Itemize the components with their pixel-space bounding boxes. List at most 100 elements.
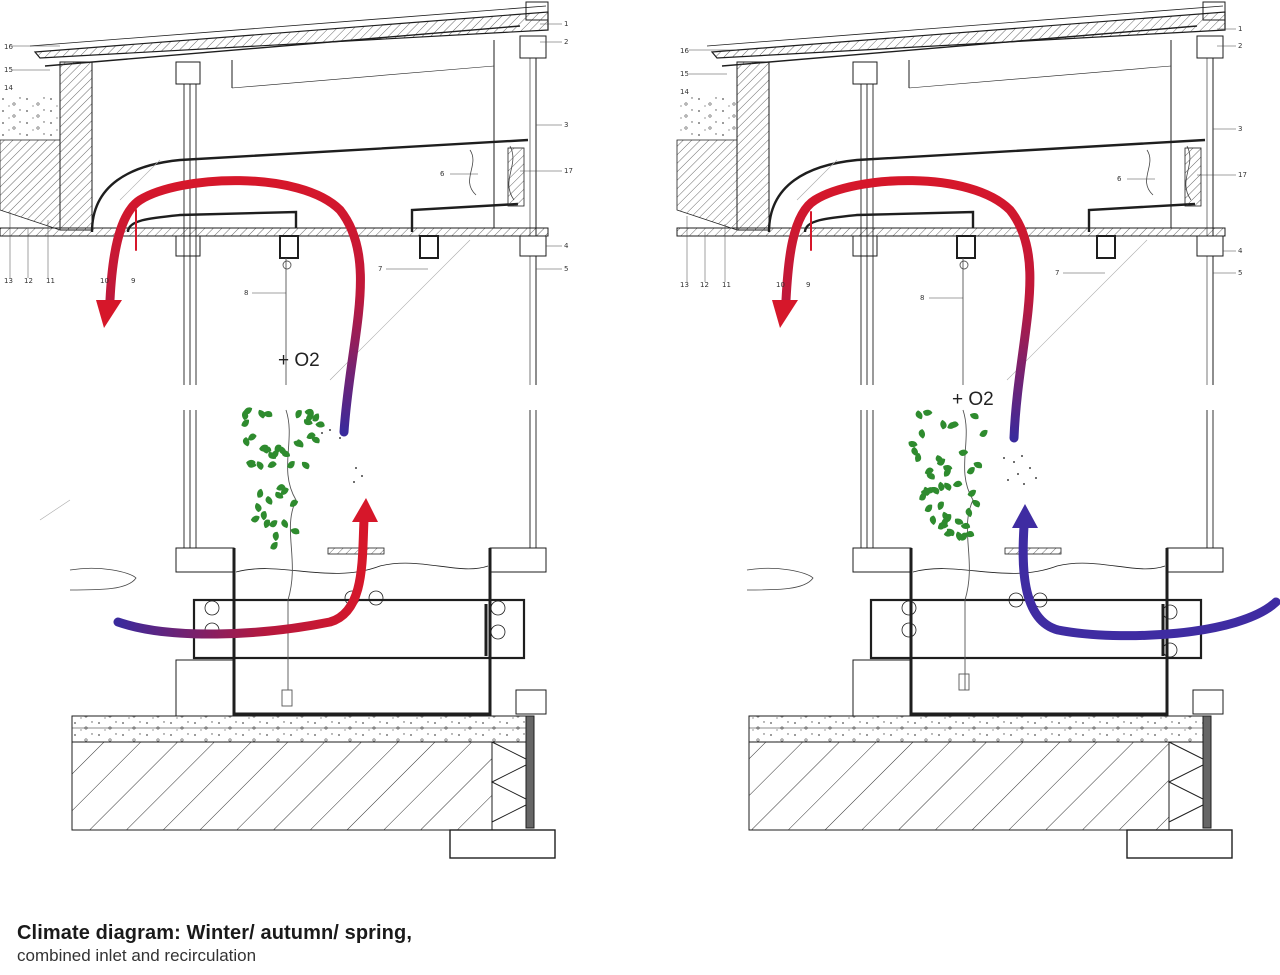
plant-leaf [915, 452, 922, 462]
air-particles [321, 429, 1037, 485]
plant-leaf [255, 502, 262, 513]
plant-leaf [940, 419, 947, 430]
climbing-plant-right [908, 409, 988, 541]
plant-leaf [289, 499, 299, 507]
plant-leaf [304, 408, 314, 416]
plant-leaf [274, 444, 282, 453]
plant-leaf [919, 492, 927, 501]
plant-leaf [960, 522, 971, 529]
oxygen-label-right: + O2 [952, 389, 994, 410]
recirculation-arrow-left [105, 176, 365, 437]
callout-7-r: 7 [1055, 269, 1059, 277]
plant-leaf [242, 437, 250, 447]
plant-leaf [261, 445, 269, 454]
wall-insulation [59, 61, 93, 231]
oxygen-label-left: + O2 [278, 350, 320, 371]
plant-leaf [241, 410, 249, 420]
plant-leaf [946, 528, 955, 537]
climbing-plant-left [241, 407, 325, 550]
ceiling-panel [0, 227, 549, 237]
callout-4-r: 4 [1238, 247, 1243, 255]
climate-diagram: + O2 + O2 1 2 3 4 5 6 7 8 9 10 11 12 13 … [0, 1, 1280, 859]
plant-leaf [926, 473, 935, 480]
plant-leaf [915, 410, 923, 420]
plant-leaf [947, 422, 957, 429]
inlet-arrow-left [113, 515, 369, 639]
plant-leaf [315, 421, 325, 428]
callout-16: 16 [4, 43, 13, 51]
plant-leaf [973, 461, 983, 469]
callout-2: 2 [564, 38, 568, 46]
plant-leaf [296, 439, 304, 448]
plant-leaf [276, 484, 286, 491]
plant-leaf [311, 436, 320, 444]
plant-leaf [931, 487, 940, 495]
plant-leaf [929, 515, 937, 525]
plant-leaf [943, 468, 951, 477]
callout-15-r: 15 [680, 70, 689, 78]
plant-leaf [272, 531, 279, 541]
air-duct [90, 138, 529, 233]
arrow-head-right-recirc [772, 300, 798, 328]
plant-leaf [287, 460, 295, 469]
plant-leaf [958, 449, 969, 456]
plant-leaf [944, 482, 952, 491]
airflow-arrows [96, 176, 1280, 641]
callout-9: 9 [131, 277, 135, 285]
caption-subtitle: combined inlet and recirculation [17, 946, 257, 965]
callout-15: 15 [4, 66, 13, 74]
plant-leaf [257, 488, 264, 498]
callout-16-r: 16 [680, 47, 689, 55]
plant-leaf [267, 461, 277, 468]
callout-12-r: 12 [700, 281, 709, 289]
caption-title: Climate diagram: Winter/ autumn/ spring, [17, 922, 412, 944]
plant-leaf [954, 518, 964, 525]
diagram-caption: Climate diagram: Winter/ autumn/ spring,… [17, 922, 412, 966]
window-frames [175, 35, 547, 717]
plant-leaf [941, 517, 948, 527]
callout-9-r: 9 [806, 281, 810, 289]
plant-leaf [303, 418, 313, 426]
callout-5: 5 [564, 265, 568, 273]
arrow-head-left-inlet [352, 498, 378, 522]
callout-10-r: 10 [776, 281, 785, 289]
callout-6-r: 6 [1117, 175, 1122, 183]
callout-11-r: 11 [722, 281, 731, 289]
plant-leaf [275, 491, 284, 499]
callout-3: 3 [564, 121, 568, 129]
plant-leaf [966, 467, 975, 475]
plant-leaf [247, 461, 257, 468]
plant-leaf [258, 409, 266, 419]
plant-leaf [256, 461, 264, 470]
callout-6: 6 [440, 170, 445, 178]
plant-leaf [908, 441, 918, 448]
callout-13: 13 [4, 277, 13, 285]
callout-8-r: 8 [920, 294, 924, 302]
inlet-arrow-right [1018, 521, 1280, 641]
callout-17-r: 17 [1238, 171, 1247, 179]
callout-17: 17 [564, 167, 573, 175]
plant-leaf [290, 528, 300, 535]
plant-leaf [265, 496, 273, 505]
callout-10: 10 [100, 277, 109, 285]
plant-leaf [938, 481, 945, 492]
plant-leaf [960, 532, 968, 541]
plant-leaf [979, 429, 988, 438]
plant-cable [281, 258, 297, 707]
callout-numbers-right: 1 2 3 4 5 6 7 8 9 10 11 12 13 14 15 16 1… [680, 25, 1247, 302]
floor-slab [71, 715, 556, 859]
plant-leaf [270, 541, 278, 550]
plant-leaf [241, 419, 250, 427]
roof-construction [29, 1, 549, 385]
plant-leaf [263, 519, 271, 528]
callout-numbers-left: 1 2 3 4 5 6 7 8 9 10 11 12 13 14 15 16 1… [4, 20, 573, 297]
callout-7: 7 [378, 265, 382, 273]
plant-leaf [247, 433, 257, 441]
arrow-head-left-recirc [96, 300, 122, 328]
plant-leaf [312, 413, 320, 422]
callout-1-r: 1 [1238, 25, 1242, 33]
plant-leaf [911, 446, 919, 457]
callout-14: 14 [4, 84, 13, 92]
callout-5-r: 5 [1238, 269, 1242, 277]
callout-13-r: 13 [680, 281, 689, 289]
